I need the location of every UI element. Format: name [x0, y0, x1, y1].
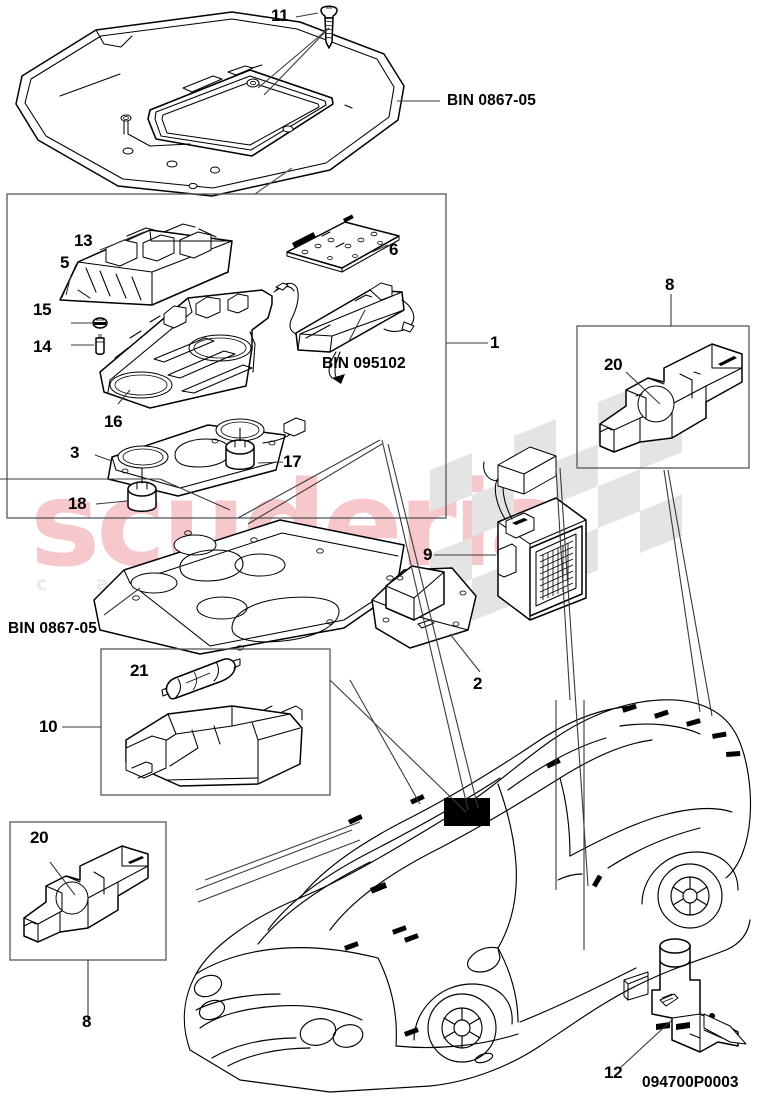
- part-21-festoon-bulb-art: [161, 658, 241, 700]
- part-8-bottom-lamp-art: [23, 845, 149, 943]
- part-2-bracket-art: [371, 565, 477, 649]
- part-16-console-body-art: [99, 289, 273, 409]
- car-leader-lines: [195, 439, 713, 950]
- part-12-switch-art: [623, 938, 747, 1053]
- part-6-pcb-art: [286, 214, 400, 273]
- part-8-top-lamp-art: [599, 343, 743, 453]
- assembly-box-8-top: [576, 325, 750, 469]
- headliner-panel-art: [15, 11, 405, 197]
- screw-11-art: [320, 5, 338, 49]
- part-5-switch-block-art: [59, 223, 233, 306]
- lower-headliner-panel-art: [93, 519, 405, 655]
- part-17-bulb-art: [225, 427, 255, 470]
- bin-095102-lamp-strip-art: [273, 282, 415, 384]
- part-18-bulb-art: [127, 467, 157, 512]
- car-illustration: [183, 699, 752, 1093]
- part-9-lamp-art: [483, 446, 587, 621]
- part-15-nut-art: [92, 317, 108, 329]
- part-14-pin-art: [95, 334, 105, 355]
- part-10-lamp-housing-art: [125, 705, 303, 787]
- assembly-box-1: [6, 193, 447, 519]
- assembly-box-10: [100, 648, 331, 796]
